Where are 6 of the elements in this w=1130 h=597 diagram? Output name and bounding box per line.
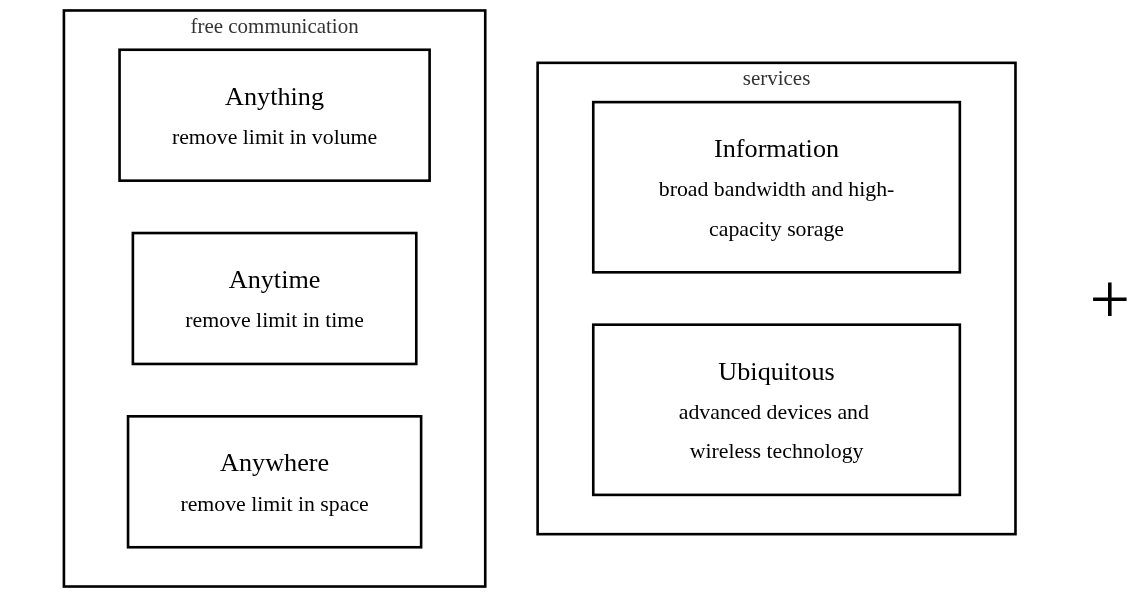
node-box: Information broad bandwidth and high-capacity sorage bbox=[591, 100, 962, 274]
node-box: Ubiquitous advanced devices and wireless technology bbox=[591, 323, 962, 497]
node-box: Anytime remove limit in time bbox=[131, 231, 418, 366]
node-box: Anywhere remove limit in space bbox=[126, 415, 423, 549]
plus-sign: + bbox=[1089, 262, 1130, 335]
node-box: Anything remove limit in volume bbox=[118, 48, 431, 182]
